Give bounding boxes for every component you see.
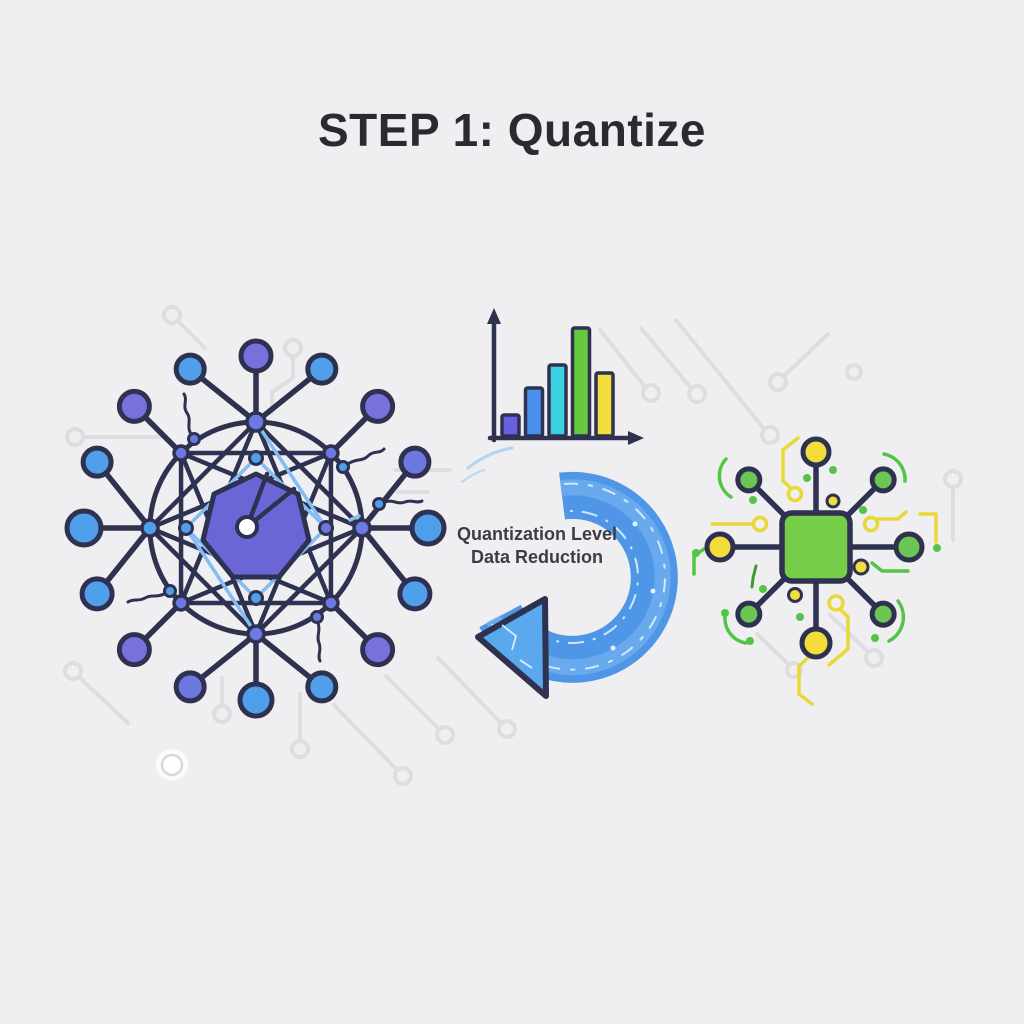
- annotation-line1: Quantization Level: [457, 524, 617, 544]
- chip-node: [735, 466, 763, 494]
- inner-node: [178, 520, 194, 536]
- chart-bar: [523, 386, 545, 438]
- network-node: [173, 670, 207, 704]
- network-node: [305, 352, 339, 386]
- network-node: [397, 576, 433, 612]
- network-node: [409, 509, 447, 547]
- network-node: [116, 388, 152, 424]
- network-node: [360, 632, 396, 668]
- ring-node: [245, 411, 267, 433]
- chart-y-axis-arrow-icon: [487, 308, 501, 324]
- network-node: [64, 508, 104, 548]
- chart-bars: [500, 326, 615, 438]
- chart-bar: [570, 326, 592, 438]
- network-node: [80, 445, 114, 479]
- chip-node: [869, 466, 897, 494]
- inner-node: [318, 520, 334, 536]
- network-node: [305, 670, 339, 704]
- left-network-inner-nodes: [178, 450, 334, 606]
- chart-bar: [500, 413, 521, 438]
- cycle-arrow-icon: [460, 446, 678, 699]
- ring-node: [246, 624, 266, 644]
- right-network-nodes: [704, 436, 925, 660]
- left-network-ring-nodes: [140, 411, 372, 644]
- light-link: [184, 526, 258, 636]
- right-network-accents: [692, 436, 941, 706]
- network-node: [398, 445, 432, 479]
- ring-node: [172, 594, 190, 612]
- chip: [779, 510, 853, 584]
- network-node: [237, 681, 275, 719]
- chart-bar: [594, 371, 615, 438]
- right-network: [692, 436, 941, 706]
- chip-node: [704, 531, 736, 563]
- ring-node: [140, 518, 160, 538]
- chip-node: [800, 436, 832, 468]
- chip-node: [799, 626, 833, 660]
- left-network: [64, 338, 447, 719]
- inner-node: [248, 590, 264, 606]
- annotation-line2: Data Reduction: [471, 547, 603, 567]
- left-network-outer-nodes: [64, 338, 447, 719]
- light-link: [254, 420, 328, 530]
- ring-node: [172, 444, 190, 462]
- chart-x-axis-arrow-icon: [628, 431, 644, 445]
- annotation: Quantization Level Data Reduction: [457, 524, 617, 567]
- sphere-accent: [156, 749, 188, 781]
- network-node: [79, 576, 115, 612]
- center-white-node: [235, 515, 259, 539]
- ring-node: [352, 518, 372, 538]
- network-node: [173, 352, 207, 386]
- ring-node: [322, 594, 340, 612]
- chip-node: [869, 600, 897, 628]
- network-node: [238, 338, 274, 374]
- network-node: [360, 388, 396, 424]
- chip-node: [735, 600, 763, 628]
- inner-node: [248, 450, 264, 466]
- chart-bar: [547, 363, 568, 438]
- network-node: [116, 632, 152, 668]
- chip-node: [893, 531, 925, 563]
- left-network-tendrils: [126, 392, 424, 663]
- ring-node: [322, 444, 340, 462]
- step-title: STEP 1: Quantize: [318, 104, 706, 156]
- quantization-bar-chart: [487, 308, 644, 445]
